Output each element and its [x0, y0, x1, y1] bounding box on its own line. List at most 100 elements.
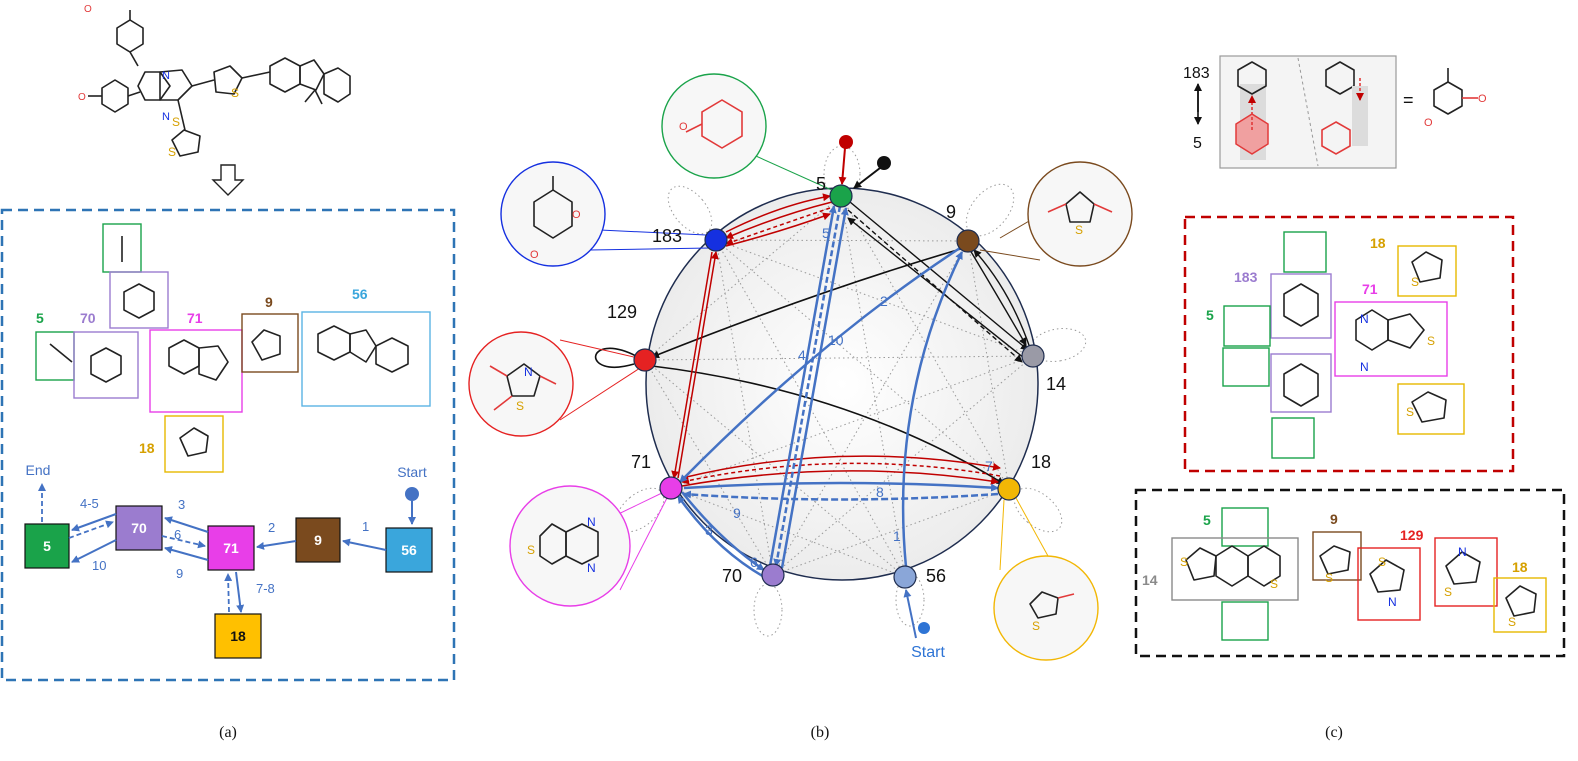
- fragment-label-56: 56: [352, 286, 368, 302]
- edge-label: 9: [733, 505, 741, 521]
- flow-edge-label: 1: [362, 519, 369, 534]
- red-label-183: 183: [1234, 269, 1258, 285]
- atom-n-label: N: [1388, 595, 1397, 609]
- caption-c: (c): [1325, 724, 1343, 741]
- panel-b: 1 2 3 4 5 6 7 8 9 10 O O O: [468, 73, 1133, 741]
- node-18: [997, 477, 1021, 501]
- fragment-box-9: [241, 313, 299, 373]
- atom-s-label: S: [231, 86, 239, 100]
- black-label-9: 9: [1330, 511, 1338, 527]
- equivalence-legend: 183 5 = O O: [1183, 55, 1487, 169]
- black-label-18: 18: [1512, 559, 1528, 575]
- edge-label: 7: [985, 458, 993, 474]
- atom-n-label: N: [1360, 360, 1369, 374]
- svg-text:O: O: [78, 92, 86, 103]
- node-labels: 5 9 14 18 56 70 71 129 183: [607, 174, 1066, 586]
- graph-start-label: Start: [911, 644, 945, 661]
- fragment-label-70: 70: [80, 310, 96, 326]
- node-label-14: 14: [1046, 374, 1066, 394]
- flow-node-9: [295, 517, 341, 563]
- node-70: [761, 563, 785, 587]
- inset-18: [993, 555, 1099, 661]
- atom-n-label: N: [162, 111, 170, 123]
- fragment-box-18: [164, 415, 224, 473]
- svg-text:O: O: [572, 209, 581, 221]
- node-label-71: 71: [631, 452, 651, 472]
- black-label-129: 129: [1400, 527, 1424, 543]
- caption-a: (a): [219, 724, 237, 741]
- svg-text:O: O: [530, 249, 539, 261]
- red-label-5: 5: [1206, 307, 1214, 323]
- flow-node-label: 18: [230, 628, 246, 644]
- inset-9: [1027, 161, 1133, 267]
- full-molecule-structure: N N S S S O O: [78, 4, 351, 159]
- atom-s-label: S: [1406, 405, 1414, 419]
- fragment-box-56: [301, 311, 431, 407]
- node-label-183: 183: [652, 226, 682, 246]
- flow-node-label: 71: [223, 540, 239, 556]
- atom-s-label: S: [1508, 615, 1516, 629]
- flow-node-70: [115, 505, 163, 551]
- flow-edge-label: 9: [176, 566, 183, 581]
- flow-edge-label: 2: [268, 520, 275, 535]
- atom-n-label: N: [587, 561, 596, 575]
- flow-node-label: 5: [43, 538, 51, 554]
- black-fragment-box: 14 5 9 129 18 S S S S N N S S: [1134, 488, 1566, 658]
- svg-text:O: O: [1478, 93, 1487, 105]
- fragment-box-5-left: [35, 331, 75, 381]
- flow-node-5: [24, 523, 70, 569]
- flow-start-label: Start: [397, 464, 427, 480]
- dotted-chords: [644, 195, 1034, 578]
- equals-sign: =: [1403, 90, 1414, 110]
- equiv-label-bottom: 5: [1193, 135, 1202, 152]
- node-183: [704, 228, 728, 252]
- graph-nodes: [633, 184, 1045, 589]
- node-label-9: 9: [946, 202, 956, 222]
- atom-n-label: N: [587, 515, 596, 529]
- atom-s-label: S: [1325, 571, 1333, 585]
- black-edges: [594, 156, 1031, 485]
- flow-edge-label: 6: [174, 527, 181, 542]
- red-label-18: 18: [1370, 235, 1386, 251]
- edge-label: 8: [876, 484, 884, 500]
- edge-label: 6: [750, 554, 758, 570]
- caption-b: (b): [811, 724, 830, 741]
- flow-node-label: 70: [131, 520, 147, 536]
- flow-edge-label: 3: [178, 497, 185, 512]
- edge-label: 1: [893, 528, 901, 544]
- flow-node-71: [207, 525, 255, 571]
- node-label-56: 56: [926, 566, 946, 586]
- inset-129: [468, 331, 574, 437]
- fragment-label-5: 5: [36, 310, 44, 326]
- edge-label: 4: [798, 347, 806, 363]
- flow-edge-label: 7-8: [256, 581, 275, 596]
- node-label-70: 70: [722, 566, 742, 586]
- atom-s-label: S: [168, 145, 176, 159]
- edge-label: 10: [828, 332, 844, 348]
- node-14: [1021, 344, 1045, 368]
- fragment-label-18: 18: [139, 440, 155, 456]
- atom-n-label: N: [1458, 545, 1467, 559]
- node-9: [956, 229, 980, 253]
- blue-edges: [676, 205, 999, 639]
- node-71: [659, 476, 683, 500]
- red-fragment-box: N N S S S 18 183 71 5: [1183, 215, 1515, 473]
- inset-183: [500, 161, 606, 267]
- node-5: [829, 184, 853, 208]
- flow-graph: 5 70 71 9 56 18 Start End 1 2 3: [24, 462, 433, 659]
- edge-label: 3: [705, 522, 713, 538]
- flow-end-label: End: [26, 462, 51, 478]
- flow-edge-label: 4-5: [80, 496, 99, 511]
- svg-text:O: O: [679, 121, 688, 133]
- flow-node-label: 56: [401, 542, 417, 558]
- fragment-box-70-left: [73, 331, 139, 399]
- fragment-box-a: [0, 208, 456, 682]
- node-label-18: 18: [1031, 452, 1051, 472]
- fragment-label-9: 9: [265, 294, 273, 310]
- atom-s-label: S: [527, 543, 535, 557]
- fragment-label-71: 71: [187, 310, 203, 326]
- red-edges: [671, 135, 1001, 487]
- zoom-insets: O O O S N S: [468, 73, 1133, 661]
- node-label-5: 5: [816, 174, 826, 194]
